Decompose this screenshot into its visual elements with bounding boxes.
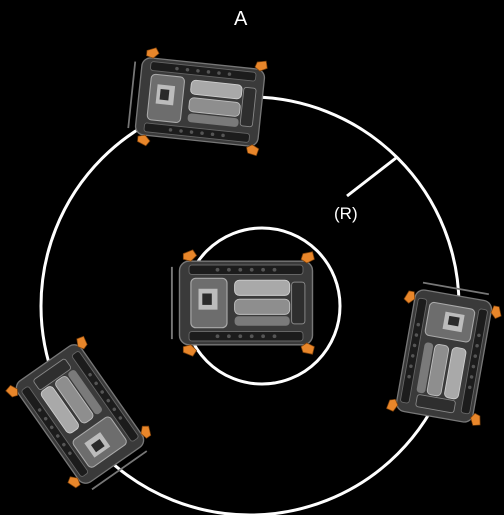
robot-right bbox=[384, 280, 504, 427]
radius-line bbox=[347, 158, 396, 196]
label-radius: (R) bbox=[334, 204, 358, 224]
label-a: A bbox=[234, 8, 247, 31]
robot-lower-left bbox=[3, 334, 159, 499]
robot-center bbox=[172, 250, 315, 356]
robot-top bbox=[127, 46, 269, 158]
